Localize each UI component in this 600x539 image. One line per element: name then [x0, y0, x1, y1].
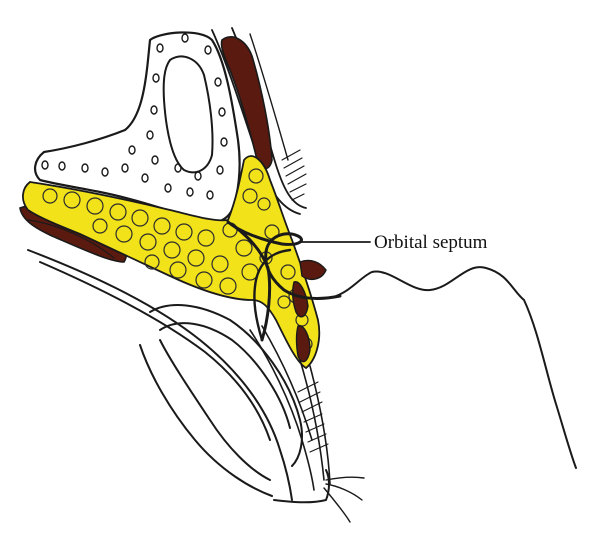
- orbital-septum-label: Orbital septum: [374, 232, 488, 253]
- orbital-fat: [22, 155, 321, 370]
- globe-and-eyelid-curves: [27, 249, 365, 523]
- orbital-septum-suture: [226, 220, 577, 469]
- bone-dots: [41, 33, 228, 200]
- orbicularis-muscle-lower: [291, 259, 327, 363]
